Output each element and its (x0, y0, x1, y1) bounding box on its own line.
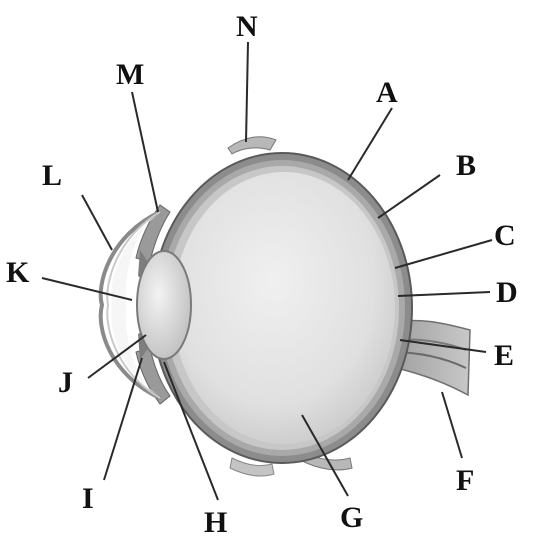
label-a: A (376, 76, 398, 109)
label-l: L (42, 159, 62, 192)
label-j: J (58, 366, 73, 399)
label-b: B (456, 149, 476, 182)
label-h: H (204, 506, 227, 539)
label-f: F (456, 464, 474, 497)
label-m: M (116, 58, 144, 91)
lens (137, 251, 191, 359)
label-i: I (82, 482, 94, 515)
label-e: E (494, 339, 514, 372)
label-n: N (236, 10, 258, 43)
label-c: C (494, 219, 516, 252)
label-d: D (496, 276, 518, 309)
label-k: K (6, 256, 30, 289)
label-g: G (340, 501, 363, 534)
vitreous-body (173, 172, 395, 444)
